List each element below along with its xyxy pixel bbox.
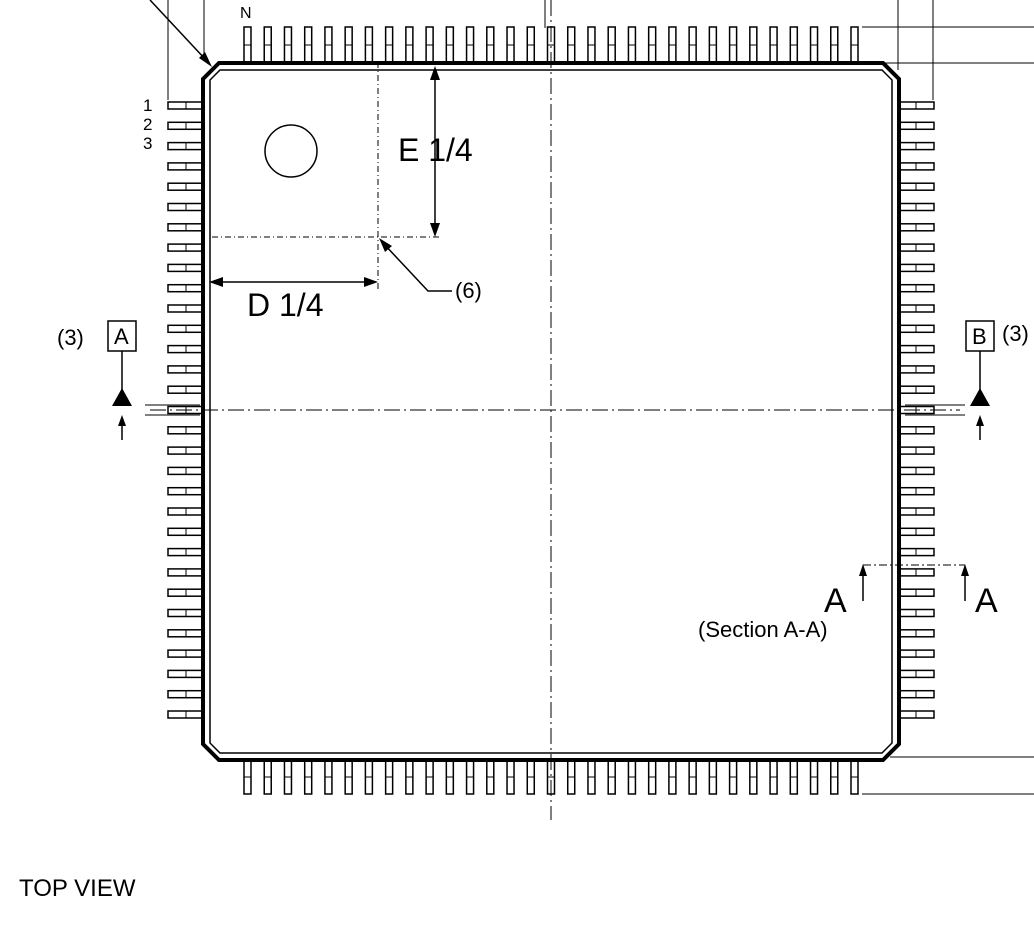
e-quarter-arrow-bottom	[430, 223, 440, 237]
pin1-index-mark	[264, 124, 318, 178]
pin-2-label: 2	[143, 115, 152, 134]
datum-b-label: B	[972, 324, 987, 349]
e-quarter-label: E 1/4	[398, 132, 473, 168]
section-caption: (Section A-A)	[698, 617, 828, 642]
datum-a-label: A	[114, 324, 129, 349]
pin-row-bottom	[243, 759, 859, 795]
d-quarter-label: D 1/4	[247, 287, 323, 323]
datum-a-triangle	[112, 388, 132, 406]
pin-n-label: N	[240, 5, 252, 22]
section-arrow-right-head	[961, 564, 969, 576]
chamfer-leader-arrowhead	[199, 52, 212, 67]
datum-b-triangle	[970, 388, 990, 406]
section-arrow-left-label: A	[824, 582, 847, 620]
package-body-outline	[201, 61, 901, 762]
note-6-leader	[382, 242, 452, 292]
pin-3-label: 3	[143, 134, 152, 153]
note-6-label: (6)	[455, 278, 482, 303]
d-quarter-arrow-left	[209, 277, 223, 287]
d-quarter-arrow-right	[364, 277, 378, 287]
datum-b-lower-arrow	[976, 415, 984, 426]
view-title: TOP VIEW	[19, 875, 136, 902]
note-3-left-label: (3)	[57, 325, 84, 350]
datum-a-lower-arrow	[118, 415, 126, 426]
note-6-leader-arrowhead	[379, 238, 392, 252]
note-3-right-label: (3)	[1002, 321, 1029, 346]
chamfer-leader	[149, 0, 207, 61]
section-arrow-left-head	[859, 564, 867, 576]
pin-1-label: 1	[143, 96, 152, 115]
pin-row-right	[898, 101, 935, 719]
package-body-inner	[209, 69, 893, 754]
section-arrow-right-label: A	[975, 582, 998, 620]
e-quarter-arrow-top	[430, 66, 440, 80]
